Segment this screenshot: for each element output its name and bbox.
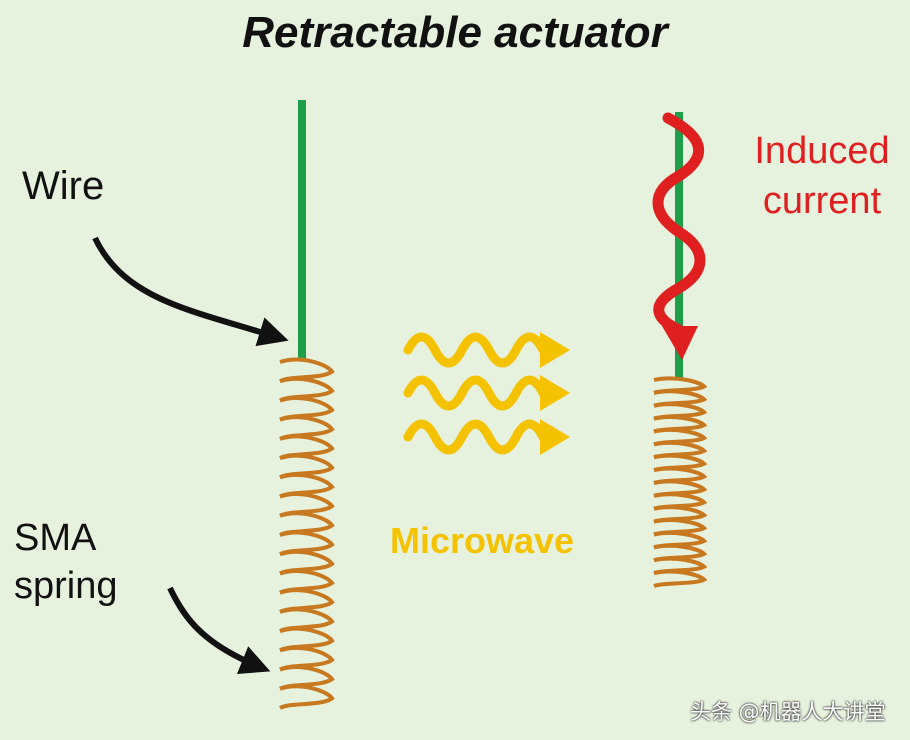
microwave-arrowhead — [540, 375, 570, 411]
induced-current-arrowhead — [662, 326, 698, 360]
watermark: 头条 @机器人大讲堂 — [690, 700, 886, 724]
microwave-arrowhead — [540, 332, 570, 368]
sma-label-line2: spring — [14, 565, 118, 607]
diagram-title: Retractable actuator — [242, 8, 668, 57]
microwave-waves — [403, 332, 570, 455]
sma-spring-label: SMA spring — [14, 514, 118, 610]
induced-current-label: Induced current — [712, 126, 910, 226]
microwave-wave — [403, 419, 548, 455]
spring-coil — [653, 569, 708, 588]
induced-current-wave — [652, 112, 706, 336]
microwave-wave — [403, 375, 548, 411]
induced-label-line2: current — [762, 180, 882, 222]
spring-pointer-arrow — [167, 586, 271, 675]
microwave-arrowhead — [540, 419, 570, 455]
sma-spring-retracted — [653, 376, 708, 588]
microwave-wave — [403, 332, 548, 368]
sma-spring-extended — [279, 357, 335, 710]
spring-coil — [279, 684, 335, 710]
wire-label: Wire — [22, 164, 105, 208]
microwave-label: Microwave — [390, 520, 575, 561]
sma-label-line1: SMA — [14, 517, 97, 559]
induced-label-line1: Induced — [754, 130, 890, 172]
wire-pointer-arrow — [92, 236, 289, 347]
